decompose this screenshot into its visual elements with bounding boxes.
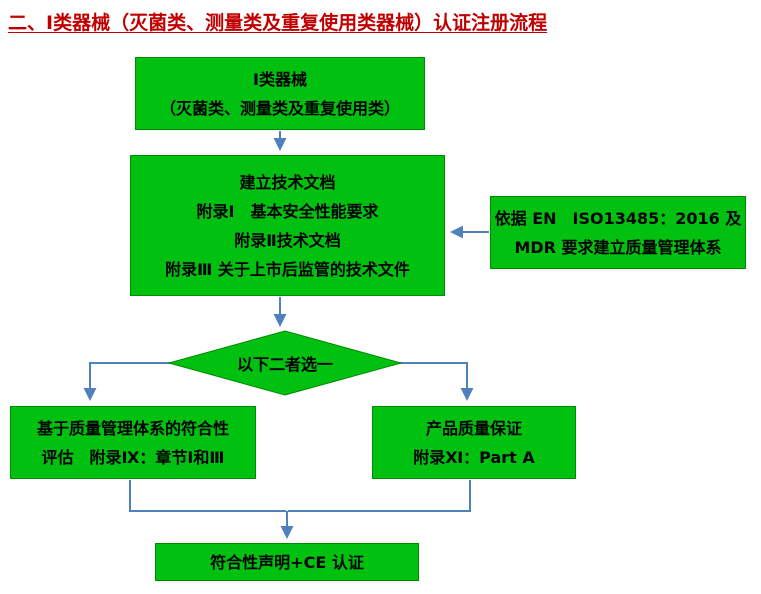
node-declaration-ce-line1: 符合性声明+CE 认证: [210, 552, 364, 572]
node-product-quality-annex-xi-line2: 附录Ⅺ：Part A: [413, 447, 535, 467]
node-qms-iso13485: 依据 EN ISO13485：2016 及 MDR 要求建立质量管理体系: [490, 196, 746, 269]
node-class1-device-line2: （灭菌类、测量类及重复使用类）: [159, 98, 400, 118]
node-technical-documentation: 建立技术文档 附录Ⅰ 基本安全性能要求 附录Ⅱ技术文档 附录Ⅲ 关于上市后监管的…: [130, 155, 445, 296]
decision-diamond: [167, 330, 403, 396]
node-product-quality-annex-xi: 产品质量保证 附录Ⅺ：Part A: [372, 406, 576, 479]
connector-annexix-to-join: [129, 480, 286, 512]
connector-decision-to-annexxi: [399, 362, 474, 401]
node-qms-iso13485-line1: 依据 EN ISO13485：2016 及: [494, 208, 742, 228]
connector-annexxi-to-join: [288, 480, 471, 512]
node-technical-documentation-line3: 附录Ⅱ技术文档: [234, 230, 341, 250]
node-technical-documentation-line1: 建立技术文档: [239, 172, 336, 192]
node-technical-documentation-line4: 附录Ⅲ 关于上市后监管的技术文件: [165, 259, 410, 279]
node-product-quality-annex-xi-line1: 产品质量保证: [425, 418, 522, 438]
node-class1-device: Ⅰ类器械 （灭菌类、测量类及重复使用类）: [135, 57, 425, 130]
node-conformity-annex-ix-line2: 评估 附录Ⅸ：章节Ⅰ和Ⅲ: [41, 447, 225, 467]
node-conformity-annex-ix-line1: 基于质量管理体系的符合性: [36, 418, 229, 438]
node-qms-iso13485-line2: MDR 要求建立质量管理体系: [514, 237, 722, 257]
node-technical-documentation-line2: 附录Ⅰ 基本安全性能要求: [196, 201, 379, 221]
connector-decision-to-annexix: [83, 362, 172, 401]
node-conformity-annex-ix: 基于质量管理体系的符合性 评估 附录Ⅸ：章节Ⅰ和Ⅲ: [10, 406, 256, 479]
node-class1-device-line1: Ⅰ类器械: [253, 69, 307, 89]
page-title: 二、Ⅰ类器械（灭菌类、测量类及重复使用类器械）认证注册流程: [8, 12, 548, 34]
node-declaration-ce: 符合性声明+CE 认证: [155, 543, 419, 581]
